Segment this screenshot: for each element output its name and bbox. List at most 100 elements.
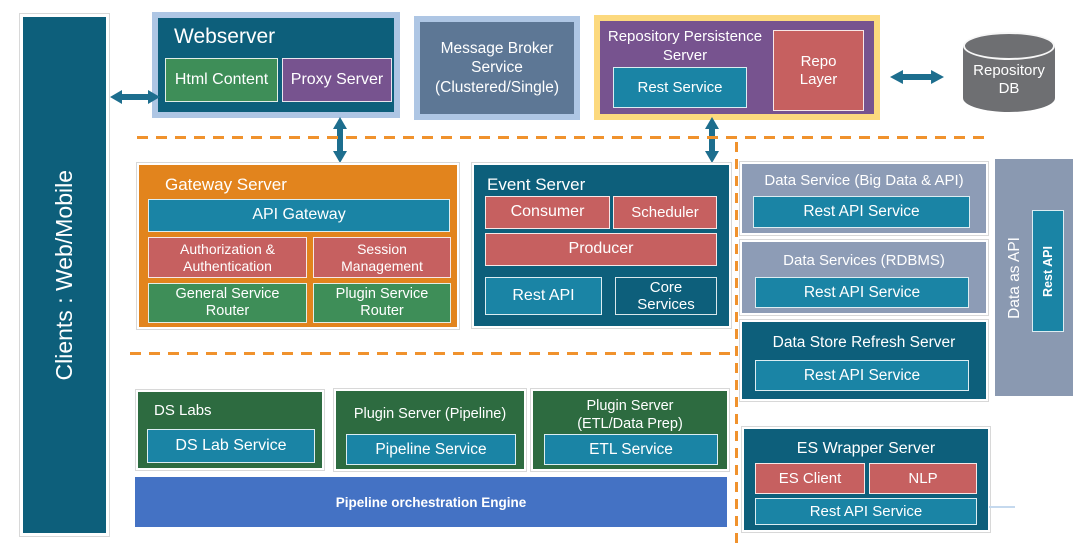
pipeline-service-box: Pipeline Service: [346, 434, 516, 465]
clients-sidebar: Clients : Web/Mobile: [19, 13, 110, 537]
session-management-label: Session Management: [341, 241, 423, 274]
html-content-box: Html Content: [165, 58, 278, 102]
proxy-server-box: Proxy Server: [282, 58, 392, 102]
data-as-api-rest-api-label: Rest API: [1040, 245, 1055, 297]
rest-service-label: Rest Service: [637, 78, 723, 96]
repository-db-label: Repository DB: [973, 62, 1045, 97]
message-broker-group: Message Broker Service (Clustered/Single…: [414, 16, 580, 120]
event-rest-api-box: Rest API: [485, 277, 602, 315]
plugin-server-etl-body: Plugin Server (ETL/Data Prep) ETL Servic…: [533, 391, 727, 469]
data-service-rdbms-group: Data Services (RDBMS) Rest API Service: [739, 239, 989, 316]
repository-persistence-group: Repository Persistence Server Rest Servi…: [594, 15, 880, 120]
plugin-server-pipeline-body: Plugin Server (Pipeline) Pipeline Servic…: [336, 391, 524, 469]
dashed-separator-top: [137, 136, 988, 139]
general-service-router-label: General Service Router: [175, 286, 280, 319]
data-service-rdbms-rest-api-label: Rest API Service: [803, 283, 921, 301]
plugin-service-router-box: Plugin Service Router: [313, 283, 451, 323]
pipeline-service-label: Pipeline Service: [375, 440, 487, 458]
proxy-server-label: Proxy Server: [290, 70, 384, 88]
data-service-rdbms-rest-api: Rest API Service: [755, 277, 969, 308]
ds-labs-body: DS Labs DS Lab Service: [138, 392, 322, 468]
arrow-persistence-db: [890, 70, 944, 84]
es-client-label: ES Client: [778, 469, 842, 487]
scheduler-box: Scheduler: [613, 196, 717, 229]
data-service-bigdata-group: Data Service (Big Data & API) Rest API S…: [739, 161, 989, 236]
producer-box: Producer: [485, 233, 717, 266]
gateway-server-body: Gateway Server API Gateway Authorization…: [139, 165, 457, 327]
event-rest-api-label: Rest API: [512, 286, 575, 304]
data-service-rdbms-title: Data Services (RDBMS): [783, 252, 945, 269]
general-service-router-box: General Service Router: [148, 283, 307, 323]
pipeline-orchestration-engine-label: Pipeline orchestration Engine: [335, 494, 527, 510]
repository-persistence-title: Repository Persistence Server: [607, 28, 763, 64]
es-client-box: ES Client: [755, 463, 865, 494]
arrow-webserver-gateway: [333, 117, 347, 163]
consumer-box: Consumer: [485, 196, 610, 229]
html-content-label: Html Content: [174, 70, 269, 88]
data-store-refresh-rest-api-label: Rest API Service: [803, 366, 921, 384]
scheduler-label: Scheduler: [631, 203, 699, 221]
data-as-api-bar: Data as API Rest API: [995, 159, 1073, 396]
data-as-api-rest-api-bar: Rest API: [1032, 210, 1064, 332]
data-store-refresh-title: Data Store Refresh Server: [772, 334, 956, 351]
webserver-group: Webserver Html Content Proxy Server: [152, 12, 400, 118]
session-management-box: Session Management: [313, 237, 451, 278]
data-service-bigdata-rest-api: Rest API Service: [753, 196, 970, 228]
clients-sidebar-body: Clients : Web/Mobile: [23, 17, 106, 533]
plugin-server-etl-group: Plugin Server (ETL/Data Prep) ETL Servic…: [530, 388, 730, 472]
repo-layer-box: Repo Layer: [773, 30, 864, 111]
data-service-bigdata-rest-api-label: Rest API Service: [803, 203, 920, 221]
core-services-label: Core Services: [637, 278, 695, 313]
plugin-server-etl-title-text: Plugin Server (ETL/Data Prep): [577, 398, 683, 433]
arrow-persistence-eventserver: [705, 117, 719, 163]
pipeline-orchestration-engine-bar: Pipeline orchestration Engine: [135, 477, 727, 527]
plugin-server-etl-title: Plugin Server (ETL/Data Prep): [533, 397, 727, 433]
repository-db: Repository DB: [963, 32, 1055, 112]
message-broker-body: Message Broker Service (Clustered/Single…: [420, 22, 574, 114]
repo-layer-label: Repo Layer: [799, 53, 838, 88]
es-wrapper-connector-line: [989, 506, 1015, 508]
api-gateway-label: API Gateway: [252, 206, 346, 224]
core-services-box: Core Services: [615, 277, 717, 315]
nlp-box: NLP: [869, 463, 977, 494]
repository-db-top: [963, 32, 1055, 60]
event-server-body: Event Server Consumer Scheduler Producer…: [474, 165, 729, 326]
ds-lab-service-label: DS Lab Service: [175, 436, 287, 454]
event-server-title: Event Server: [487, 175, 586, 194]
ds-labs-title: DS Labs: [154, 402, 212, 419]
etl-service-label: ETL Service: [589, 440, 673, 458]
event-server-group: Event Server Consumer Scheduler Producer…: [471, 162, 732, 329]
consumer-label: Consumer: [510, 203, 585, 221]
data-as-api-label: Data as API: [1006, 236, 1023, 319]
webserver-title: Webserver: [174, 25, 276, 48]
data-service-bigdata-title: Data Service (Big Data & API): [764, 172, 964, 189]
ds-lab-service-box: DS Lab Service: [147, 429, 315, 463]
gateway-server-group: Gateway Server API Gateway Authorization…: [136, 162, 460, 330]
data-service-bigdata-body: Data Service (Big Data & API) Rest API S…: [742, 164, 986, 233]
plugin-server-pipeline-group: Plugin Server (Pipeline) Pipeline Servic…: [333, 388, 527, 472]
producer-label: Producer: [568, 240, 634, 258]
es-wrapper-group: ES Wrapper Server ES Client NLP Rest API…: [741, 426, 991, 533]
repository-persistence-body: Repository Persistence Server Rest Servi…: [600, 21, 874, 114]
es-wrapper-title: ES Wrapper Server: [796, 440, 936, 457]
data-store-refresh-rest-api: Rest API Service: [755, 360, 969, 391]
authorization-label: Authorization & Authentication: [180, 241, 275, 274]
arrow-clients-webserver: [110, 90, 160, 104]
data-store-refresh-group: Data Store Refresh Server Rest API Servi…: [739, 319, 989, 402]
webserver-body: Webserver Html Content Proxy Server: [158, 18, 394, 112]
dashed-separator-vertical: [735, 142, 738, 546]
message-broker-label: Message Broker Service (Clustered/Single…: [434, 39, 560, 96]
es-wrapper-rest-api-label: Rest API Service: [809, 502, 923, 520]
clients-sidebar-label: Clients : Web/Mobile: [51, 169, 77, 381]
data-as-api-label-zone: Data as API: [995, 159, 1035, 396]
rest-service-box: Rest Service: [613, 67, 747, 108]
api-gateway-box: API Gateway: [148, 199, 450, 232]
authorization-box: Authorization & Authentication: [148, 237, 307, 278]
plugin-server-pipeline-title: Plugin Server (Pipeline): [353, 406, 507, 422]
nlp-label: NLP: [908, 469, 938, 487]
data-store-refresh-body: Data Store Refresh Server Rest API Servi…: [742, 322, 986, 399]
dashed-separator-middle: [130, 352, 733, 355]
data-service-rdbms-body: Data Services (RDBMS) Rest API Service: [742, 242, 986, 313]
es-wrapper-rest-api: Rest API Service: [755, 498, 977, 525]
